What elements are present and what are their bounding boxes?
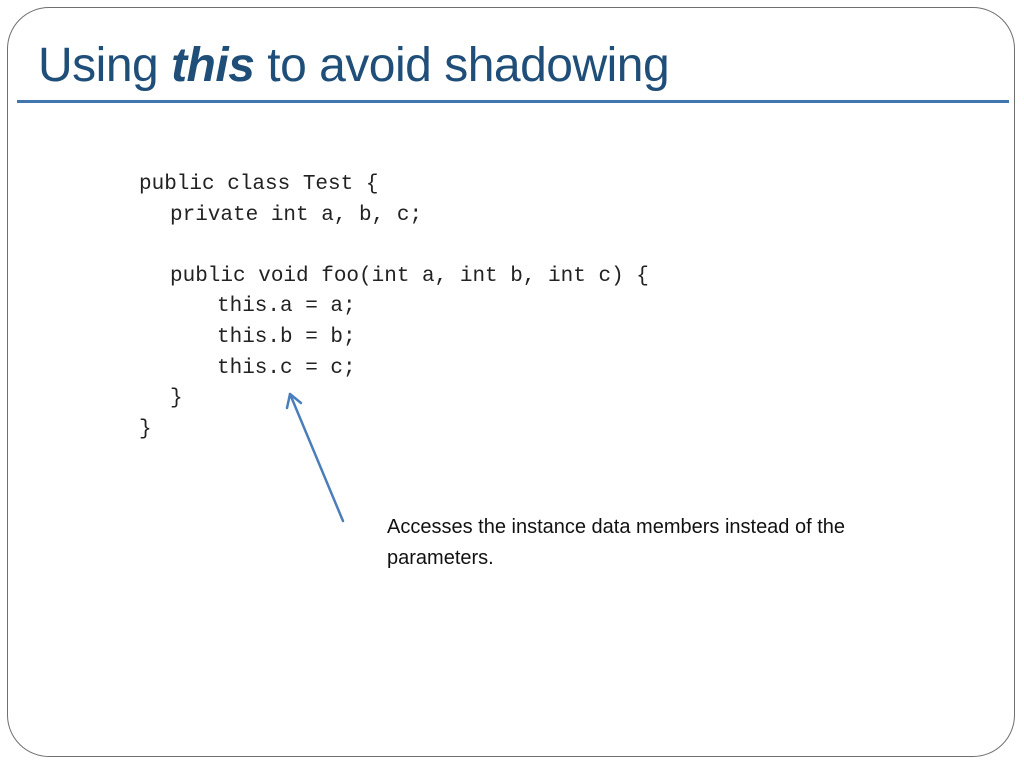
code-line-2: private int a, b, c; xyxy=(170,203,423,227)
title-keyword: this xyxy=(171,39,255,92)
code-line-5: this.a = a; xyxy=(217,295,356,319)
code-line-1: public class Test { xyxy=(139,173,379,196)
code-block: public class Test { private int a, b, c; p… xyxy=(139,170,649,445)
code-line-3 xyxy=(139,231,649,262)
code-line-6: this.b = b; xyxy=(217,325,356,349)
slide: Using this to avoid shadowing public cla… xyxy=(7,7,1015,757)
code-line-7: this.c = c; xyxy=(217,356,356,380)
callout-text: Accesses the instance data members inste… xyxy=(387,516,846,569)
title-suffix: to avoid shadowing xyxy=(254,39,670,92)
code-line-8: } xyxy=(170,387,183,411)
slide-title: Using this to avoid shadowing xyxy=(38,39,670,92)
code-line-4: public void foo(int a, int b, int c) { xyxy=(170,264,649,288)
code-line-9: } xyxy=(139,417,152,441)
title-underline xyxy=(17,100,1009,103)
title-prefix: Using xyxy=(38,39,172,92)
